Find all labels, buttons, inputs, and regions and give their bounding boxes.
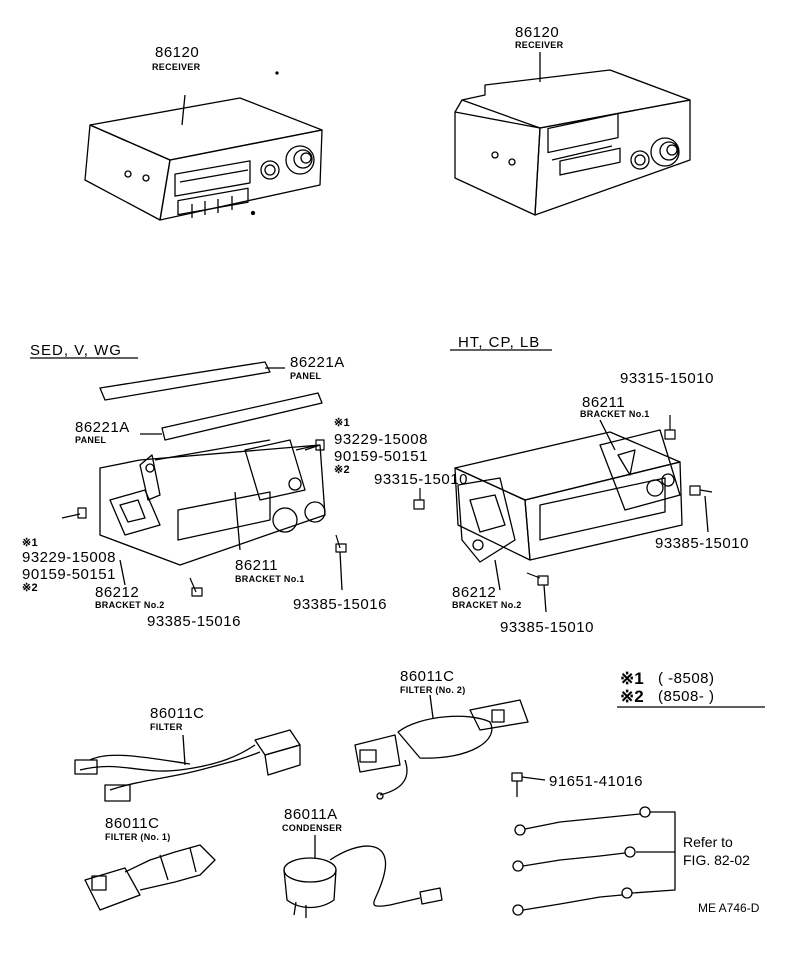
filter-no2-drawing: [354, 694, 529, 800]
filter-no2-part-no: 86011C: [400, 668, 455, 685]
condenser-drawing: [283, 835, 443, 918]
bracket2-left-name: BRACKET No.2: [95, 600, 165, 610]
receiver-right-drawing: [454, 52, 691, 216]
screw-top-part-a: 93229-15008: [334, 431, 428, 448]
panel-top-part-no: 86221A: [290, 354, 345, 371]
bolt-part-no: 91651-41016: [549, 773, 643, 790]
screw-left-part-a: 93229-15008: [22, 549, 116, 566]
panel-mid-name: PANEL: [75, 435, 107, 445]
receiver-right-name: RECEIVER: [515, 40, 564, 50]
section-right-label: HT, CP, LB: [458, 334, 541, 351]
screw-right-left: 93315-15010: [374, 471, 468, 488]
bracket1-right-part-no: 86211: [582, 394, 626, 411]
screw-right-top: 93315-15010: [620, 370, 714, 387]
ground-straps-drawing: [511, 772, 676, 916]
note1-mark: ※1: [620, 669, 644, 688]
receiver-left-drawing: [84, 71, 323, 221]
filter-no1-name: FILTER (No. 1): [105, 832, 171, 842]
right-bracket-assembly: [413, 415, 713, 613]
screw-left-note2: ※2: [22, 582, 38, 594]
left-bracket-assembly: [61, 361, 347, 597]
screw-right-bottom: 93385-15010: [500, 619, 594, 636]
refer-line2: FIG. 82-02: [683, 852, 750, 868]
filter-part-no: 86011C: [150, 705, 205, 722]
filter-harness-drawing: [74, 729, 301, 911]
screw-left-note1: ※1: [22, 537, 38, 549]
screw-right-right: 93385-15010: [655, 535, 749, 552]
screw-top-note2: ※2: [334, 464, 350, 476]
screw-top-part-b: 90159-50151: [334, 448, 428, 465]
refer-line1: Refer to: [683, 834, 733, 850]
bracket2-right-part-no: 86212: [452, 584, 497, 601]
screw-left-bottom: 93385-15016: [147, 613, 241, 630]
bracket1-left-part-no: 86211: [235, 557, 279, 574]
bracket2-right-name: BRACKET No.2: [452, 600, 522, 610]
condenser-name: CONDENSER: [282, 823, 343, 833]
receiver-left-part-no: 86120: [155, 44, 200, 61]
screw-top-note1: ※1: [334, 417, 350, 429]
panel-mid-part-no: 86221A: [75, 419, 130, 436]
filter-name: FILTER: [150, 722, 183, 732]
filter-no2-name: FILTER (No. 2): [400, 685, 466, 695]
note2-text: (8508- ): [658, 688, 715, 705]
figure-code: ME A746-D: [698, 901, 760, 915]
bracket1-right-name: BRACKET No.1: [580, 409, 650, 419]
bracket2-left-part-no: 86212: [95, 584, 140, 601]
receiver-left-name: RECEIVER: [152, 62, 201, 72]
bracket1-left-name: BRACKET No.1: [235, 574, 305, 584]
note1-text: ( -8508): [658, 670, 715, 687]
condenser-part-no: 86011A: [284, 806, 338, 823]
screw-left-right: 93385-15016: [293, 596, 387, 613]
screw-left-part-b: 90159-50151: [22, 566, 116, 583]
panel-top-name: PANEL: [290, 371, 322, 381]
section-left-label: SED, V, WG: [30, 342, 122, 359]
note2-mark: ※2: [620, 687, 644, 706]
filter-no1-part-no: 86011C: [105, 815, 160, 832]
receiver-right-part-no: 86120: [515, 24, 560, 41]
